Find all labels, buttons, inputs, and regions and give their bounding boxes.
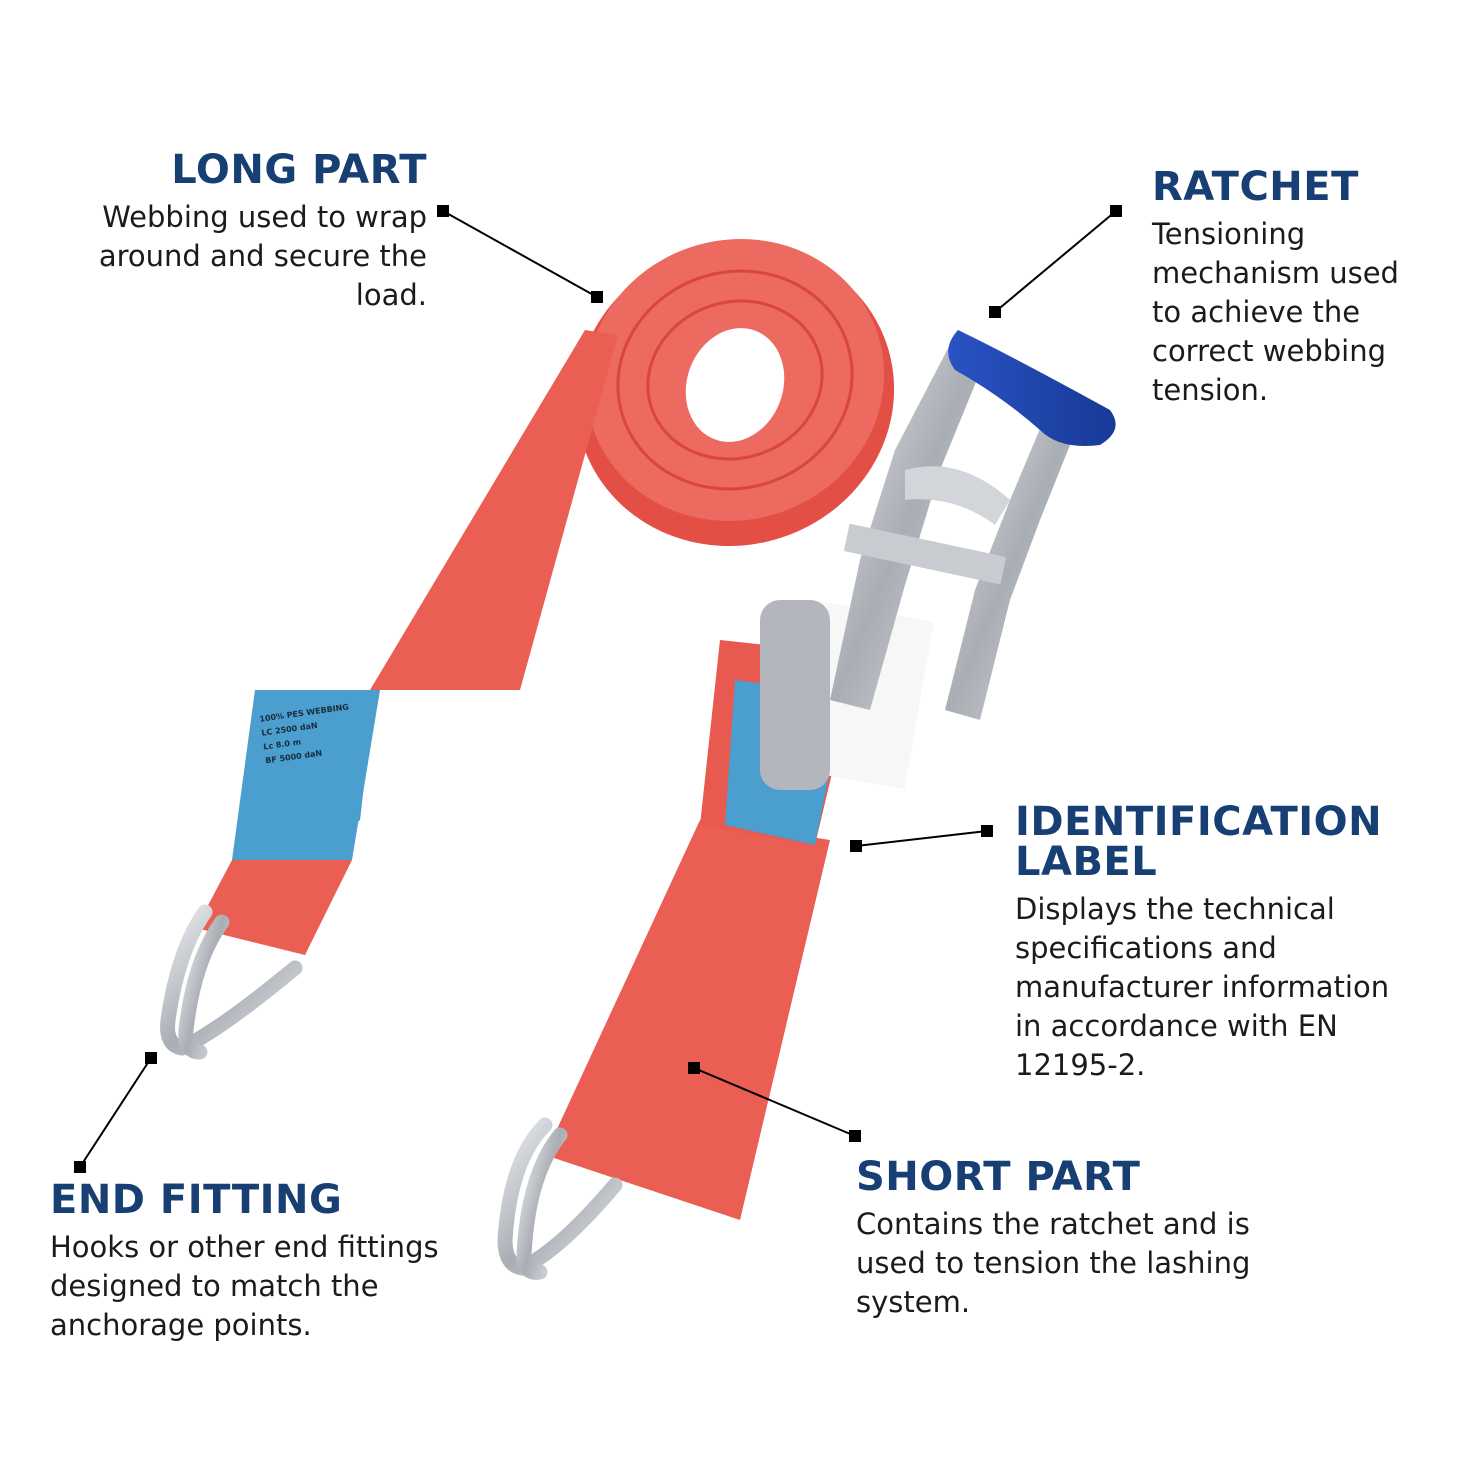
leader-end-fitting [79,1057,152,1168]
leader-long-part [442,210,598,298]
identification-label-description: Displays the technical specifications an… [1015,892,1390,1082]
long-part-strap [196,330,618,955]
callout-ratchet: RATCHET Tensioning mechanism used to ach… [1152,167,1442,410]
short-part-hook [497,1117,623,1280]
long-part-label [232,690,380,860]
short-part-description: Contains the ratchet and is used to tens… [856,1207,1251,1319]
short-part-strap [545,600,934,1220]
leader-ratchet [994,210,1117,313]
callout-identification-label: IDENTIFICATION LABEL Displays the techni… [1015,802,1435,1085]
leader-identification-label [855,830,988,847]
leader-dots [74,205,1122,1173]
identification-label-title: IDENTIFICATION LABEL [1015,799,1383,885]
ratchet-mechanism [760,330,1116,790]
end-fitting-title: END FITTING [50,1177,343,1223]
long-part-title: LONG PART [171,147,427,193]
ratchet-handle [948,330,1116,446]
long-part-description: Webbing used to wrap around and secure t… [98,200,427,312]
ratchet-description: Tensioning mechanism used to achieve the… [1152,217,1399,407]
leader-short-part [693,1067,856,1137]
leader-lines [79,210,1117,1168]
short-part-title: SHORT PART [856,1154,1141,1200]
callout-end-fitting: END FITTING Hooks or other end fittings … [50,1180,480,1345]
end-fitting-description: Hooks or other end fittings designed to … [50,1230,439,1342]
webbing-coil [575,239,895,546]
callout-long-part: LONG PART Webbing used to wrap around an… [60,150,427,315]
long-part-hook [160,904,303,1060]
callout-short-part: SHORT PART Contains the ratchet and is u… [856,1157,1306,1322]
ratchet-title: RATCHET [1152,164,1359,210]
